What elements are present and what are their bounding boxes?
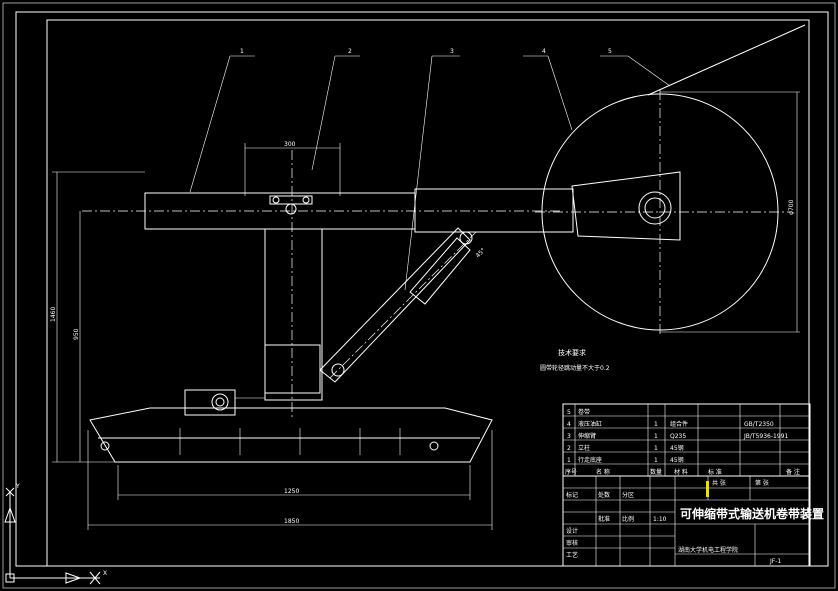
title-block <box>562 475 811 567</box>
bom-cell: 1 <box>654 433 658 440</box>
bom-cell: GB/T2350 <box>744 421 774 428</box>
telescopic-arm <box>82 188 574 233</box>
bom-header-cell: 数量 <box>650 468 662 476</box>
bom-cell: Q235 <box>670 433 686 440</box>
tech-req-title: 技术要求 <box>558 348 586 357</box>
dim-h2: 950 <box>73 328 80 340</box>
title-cell: 设计 <box>566 527 578 535</box>
title-cell: 比例 <box>622 515 634 523</box>
callout-2: 2 <box>348 48 352 55</box>
bom-table <box>562 403 811 477</box>
bom-cell: 1 <box>567 457 571 464</box>
bom-cell: JB/T5936-1991 <box>743 433 788 440</box>
bom-cell: 4 <box>567 421 571 428</box>
belt-tangent-line <box>647 24 806 96</box>
drawing-inner-frame <box>46 19 810 567</box>
bom-header-cell: 序号 <box>565 468 577 476</box>
bom-cell: 组合件 <box>670 420 688 428</box>
bom-cell: 立柱 <box>578 444 590 452</box>
title-cell: 第 张 <box>755 479 769 487</box>
dim-h1: 1460 <box>50 307 57 322</box>
column <box>184 150 323 420</box>
dim-w1: 1250 <box>284 488 299 495</box>
callout-leaders <box>189 55 671 291</box>
bom-rows: 5 卷带 4 液压油缸 1 组合件 GB/T2350 3 伸缩臂 1 Q235 … <box>567 408 788 464</box>
school-cell: 湖南大学机电工程学院 <box>678 546 738 554</box>
sheet-code: JF-1 <box>769 558 781 565</box>
bom-cell: 行走底座 <box>578 456 602 464</box>
title-cell: 分区 <box>622 491 634 499</box>
title-cell: 处数 <box>598 491 610 499</box>
bom-header-cell: 材 料 <box>674 468 688 476</box>
selection-grip <box>706 481 709 497</box>
title-cell: 审核 <box>566 539 578 547</box>
title-cell: 批准 <box>598 515 610 523</box>
bom-cell: 5 <box>567 409 571 416</box>
drawing-title: 可伸缩带式输送机卷带装置 <box>680 506 824 521</box>
callout-1: 1 <box>240 48 244 55</box>
callout-3: 3 <box>450 48 454 55</box>
bom-cell: 伸缩臂 <box>578 432 596 440</box>
dimensions <box>52 143 493 530</box>
bom-header-cell: 备 注 <box>786 468 800 476</box>
title-cell: 标记 <box>566 491 578 499</box>
bom-cell: 3 <box>567 433 571 440</box>
bom-header-cell: 标 准 <box>708 468 722 476</box>
bom-cell: 1 <box>654 457 658 464</box>
title-cell: 工艺 <box>566 551 578 559</box>
bom-cell: 2 <box>567 445 571 452</box>
bom-cell: 1 <box>654 445 658 452</box>
tech-req-line: 圆带轮径跳动量不大于0.2 <box>540 364 610 372</box>
ucs-icon <box>4 487 101 585</box>
ucs-y-label: Y <box>15 483 20 490</box>
bom-cell: 卷带 <box>578 408 590 416</box>
bom-cell: 45钢 <box>670 444 684 452</box>
callout-5: 5 <box>608 48 612 55</box>
bom-cell: 液压油缸 <box>578 420 602 428</box>
bom-header-cell: 名 称 <box>596 468 610 476</box>
ucs-x-label: X <box>103 570 107 577</box>
title-cell: 1:10 <box>653 516 667 523</box>
dim-angle: 45° <box>474 247 486 259</box>
title-cell: 共 张 <box>712 479 726 487</box>
dim-w2: 1850 <box>284 518 299 525</box>
belt-reel <box>535 90 800 335</box>
walking-base <box>89 407 493 463</box>
callout-4: 4 <box>542 48 546 55</box>
hydraulic-cylinder <box>319 227 477 383</box>
bom-header: 序号 名 称 数量 材 料 标 准 备 注 <box>565 468 800 476</box>
bom-cell: 45钢 <box>670 456 684 464</box>
dim-top: 300 <box>284 141 296 148</box>
dim-circle: φ700 <box>788 199 795 215</box>
bom-cell: 1 <box>654 421 658 428</box>
